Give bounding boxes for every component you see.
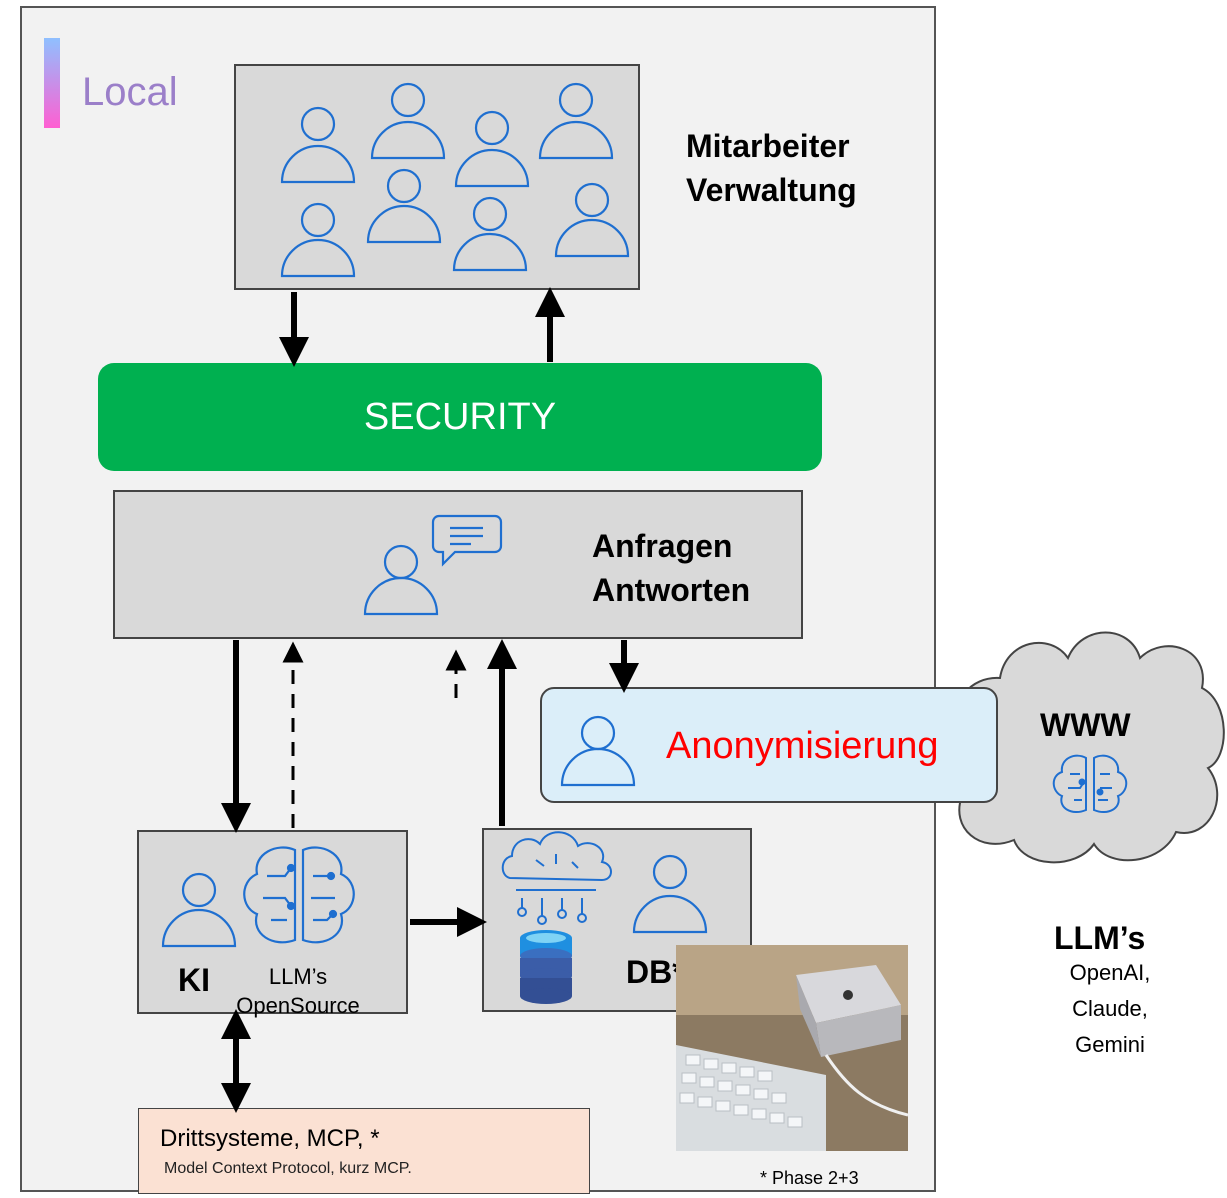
staff-management-box xyxy=(234,64,640,290)
staff-title-line1: Mitarbeiter xyxy=(686,128,850,164)
ki-box xyxy=(137,830,408,1014)
person-icon xyxy=(632,854,708,934)
anonymization-person-icon xyxy=(560,715,636,787)
requests-responses-box xyxy=(113,490,803,639)
external-llm-provider: Claude, xyxy=(1072,996,1148,1021)
local-accent-bar xyxy=(44,38,60,128)
security-label: SECURITY xyxy=(363,395,557,438)
cloud-ai-icon xyxy=(501,831,612,925)
external-llms-title: LLM’s xyxy=(1054,920,1146,956)
third-party-systems-subtitle: Model Context Protocol, kurz MCP. xyxy=(164,1160,412,1177)
person-icon xyxy=(452,196,528,272)
person-icon xyxy=(366,168,442,244)
person-icon xyxy=(560,715,636,787)
requests-responses-title: Anfragen Antworten xyxy=(592,524,750,612)
external-llm-provider: Gemini xyxy=(1075,1032,1145,1057)
external-llm-provider: OpenAI, xyxy=(1069,960,1151,985)
mac-mini-photo xyxy=(676,945,908,1151)
db-box xyxy=(482,828,752,1012)
security-layer: SECURITY xyxy=(98,363,822,471)
llm-opensource-line1: LLM’s xyxy=(268,964,328,989)
ki-label: KI xyxy=(178,962,210,998)
requests-title-line1: Anfragen xyxy=(592,528,733,564)
db-icons xyxy=(501,831,708,1004)
www-label: WWW xyxy=(1040,707,1131,743)
mac-mini-photo-illustration xyxy=(676,945,908,1151)
db-label: DB* xyxy=(626,954,685,990)
local-label: Local xyxy=(82,70,178,114)
requests-title-line2: Antworten xyxy=(592,572,751,608)
database-icon xyxy=(520,930,572,1004)
third-party-systems-box xyxy=(138,1108,590,1194)
requests-icons xyxy=(363,514,503,616)
phase-footnote: * Phase 2+3 xyxy=(760,1168,859,1188)
third-party-systems-title: Drittsysteme, MCP, * xyxy=(160,1125,380,1152)
staff-person-icons xyxy=(280,82,630,278)
brain-circuit-icon xyxy=(1052,754,1128,814)
person-icon xyxy=(454,110,530,188)
person-icon xyxy=(554,182,630,258)
person-icon xyxy=(538,82,614,160)
ki-icons xyxy=(161,846,355,948)
person-icon xyxy=(280,106,356,184)
staff-title-line2: Verwaltung xyxy=(686,172,857,208)
anonymization-label: Anonymisierung xyxy=(666,725,939,767)
person-icon xyxy=(280,202,356,278)
brain-circuit-icon xyxy=(243,846,355,944)
staff-management-title: Mitarbeiter Verwaltung xyxy=(686,124,857,212)
llm-opensource-label: LLM’s OpenSource xyxy=(218,962,378,1020)
llm-opensource-line2: OpenSource xyxy=(236,993,360,1018)
chat-bubble-icon xyxy=(431,514,503,567)
anonymization-box xyxy=(540,687,998,803)
person-icon xyxy=(161,872,237,948)
person-icon xyxy=(370,82,446,160)
person-icon xyxy=(363,544,439,616)
